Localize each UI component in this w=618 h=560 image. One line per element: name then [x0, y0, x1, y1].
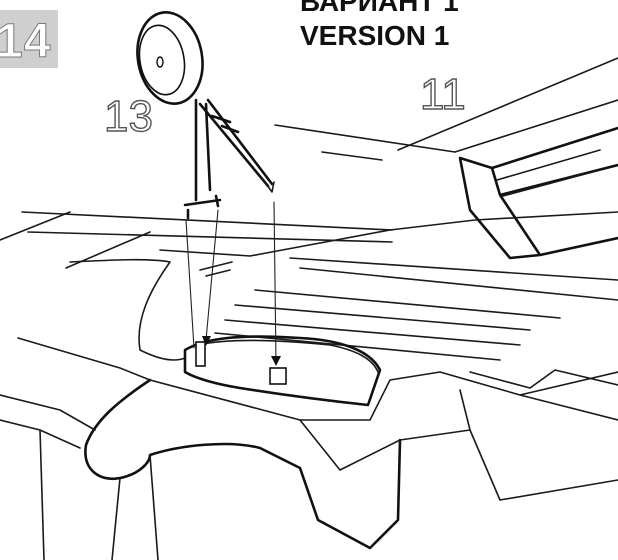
wing-trailing-1 [299, 419, 618, 501]
wing-lower-outline [17, 337, 151, 381]
antenna-rod [198, 98, 274, 188]
fuselage-line-1 [21, 211, 393, 231]
guide-line-3 [273, 201, 277, 363]
canopy-rim [197, 339, 379, 373]
wing-outline [69, 258, 186, 361]
panel-line-4 [224, 319, 521, 346]
step-number-badge: 14 [0, 10, 58, 69]
version-title-ru: ВАРИАНТ 1 [300, 0, 459, 17]
antenna-stem [183, 98, 222, 220]
antenna-rod-tip [261, 177, 275, 193]
antenna-disc-inner [138, 24, 186, 96]
antenna-disc-outer [136, 11, 204, 105]
fuselage-side [0, 394, 96, 560]
version-title-en: VERSION 1 [300, 20, 450, 51]
slot-tab-left [195, 341, 206, 367]
intake-pod [458, 126, 618, 260]
step-number: 14 [0, 15, 52, 69]
panel-line-3 [234, 304, 531, 331]
part-callout-antenna: 13 [103, 91, 153, 141]
part-callout-wing: 11 [419, 69, 466, 119]
wing-trailing-2 [459, 389, 618, 431]
guide-arrow-2 [202, 336, 211, 346]
wing-leading-line-2 [321, 151, 383, 161]
fuselage-body [84, 378, 402, 550]
guide-arrow-3 [271, 356, 281, 366]
panel-line-2 [254, 289, 561, 319]
guide-line-1 [185, 219, 195, 349]
wing-surface-edge-2 [454, 99, 618, 153]
antenna-disc-hub [156, 56, 164, 68]
intake-inner [496, 149, 601, 197]
canopy-bay [183, 335, 382, 407]
wing-bottom-surface [149, 371, 618, 421]
fuselage-line-3 [65, 231, 151, 269]
panel-line-6 [289, 257, 618, 281]
panel-line-1 [299, 267, 618, 301]
wing-leading-line [274, 124, 456, 153]
fuselage-bottom [111, 454, 159, 560]
slot-tab-right [269, 367, 287, 385]
antenna-part [136, 11, 275, 220]
wing-flap [469, 369, 618, 389]
wing-rear-line [159, 211, 618, 257]
wing-surface-edge [397, 57, 618, 151]
tick-mark-1 [199, 261, 233, 277]
fuselage-line-4 [0, 211, 71, 241]
